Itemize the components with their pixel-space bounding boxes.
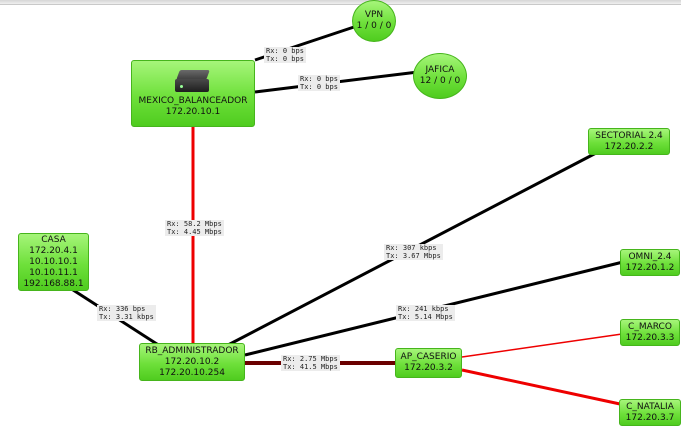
tx-value: Tx: 0 bps — [266, 55, 304, 63]
node-ip: 10.10.10.1 — [29, 256, 78, 267]
node-ip: 172.20.3.2 — [404, 363, 453, 373]
rx-value: Rx: 0 bps — [266, 47, 304, 55]
window-top-bar — [0, 0, 681, 5]
node-name: MEXICO_BALANCEADOR — [138, 95, 248, 106]
tx-value: Tx: 41.5 Mbps — [283, 363, 338, 371]
node-ip: 172.20.4.1 — [29, 245, 78, 256]
node-vpn[interactable]: VPN 1 / 0 / 0 — [352, 0, 396, 42]
node-ip: 172.20.10.2 — [164, 356, 220, 367]
node-info: 12 / 0 / 0 — [419, 76, 461, 86]
node-name: CASA — [41, 234, 66, 245]
rx-value: Rx: 58.2 Mbps — [167, 220, 222, 228]
node-name: AP_CASERIO — [400, 352, 457, 362]
node-casa[interactable]: CASA 172.20.4.1 10.10.10.1 10.10.11.1 19… — [18, 233, 89, 291]
node-ip: 172.20.1.2 — [625, 262, 675, 273]
node-omni[interactable]: OMNI_2.4 172.20.1.2 — [620, 249, 680, 276]
node-name: C_MARCO — [628, 321, 672, 332]
rx-value: Rx: 307 kbps — [386, 244, 437, 252]
node-name: RB_ADMINISTRADOR — [145, 345, 239, 356]
node-ip: 172.20.3.7 — [625, 412, 675, 423]
node-sectorial[interactable]: SECTORIAL 2.4 172.20.2.2 — [588, 128, 670, 155]
link-apcaserio-cnatalia[interactable] — [461, 368, 621, 406]
rx-value: Rx: 336 bps — [99, 305, 146, 313]
rx-value: Rx: 2.75 Mbps — [283, 355, 338, 363]
tx-value: Tx: 3.31 kbps — [99, 313, 154, 321]
tx-value: Tx: 3.67 Mbps — [386, 252, 441, 260]
node-ip: 172.20.10.254 — [159, 367, 225, 378]
node-jafica[interactable]: JAFICA 12 / 0 / 0 — [413, 53, 467, 99]
tx-value: Tx: 0 bps — [300, 83, 338, 91]
node-ip: 172.20.10.1 — [165, 106, 221, 117]
node-ip: 192.168.88.1 — [23, 278, 84, 289]
node-name: VPN — [364, 10, 384, 20]
node-rb-administrador[interactable]: RB_ADMINISTRADOR 172.20.10.2 172.20.10.2… — [139, 343, 245, 381]
node-info: 1 / 0 / 0 — [356, 21, 392, 31]
tx-value: Tx: 4.45 Mbps — [167, 228, 222, 236]
tx-value: Tx: 5.14 Mbps — [398, 313, 453, 321]
node-cnatalia[interactable]: C_NATALIA 172.20.3.7 — [619, 399, 681, 426]
node-name: JAFICA — [425, 65, 455, 75]
rx-value: Rx: 241 kbps — [398, 305, 449, 313]
node-ip: 172.20.3.3 — [625, 332, 675, 343]
node-ap-caserio[interactable]: AP_CASERIO 172.20.3.2 — [395, 348, 462, 378]
node-name: OMNI_2.4 — [628, 251, 672, 262]
node-name: C_NATALIA — [626, 401, 674, 412]
node-ip: 10.10.11.1 — [29, 267, 78, 278]
node-mexico-balanceador[interactable]: MEXICO_BALANCEADOR 172.20.10.1 — [131, 60, 255, 127]
node-name: SECTORIAL 2.4 — [595, 130, 663, 141]
link-apcaserio-cmarco[interactable] — [461, 333, 623, 358]
router-device-icon — [174, 69, 212, 94]
node-cmarco[interactable]: C_MARCO 172.20.3.3 — [620, 319, 680, 346]
node-ip: 172.20.2.2 — [604, 141, 654, 152]
rx-value: Rx: 0 bps — [300, 75, 338, 83]
